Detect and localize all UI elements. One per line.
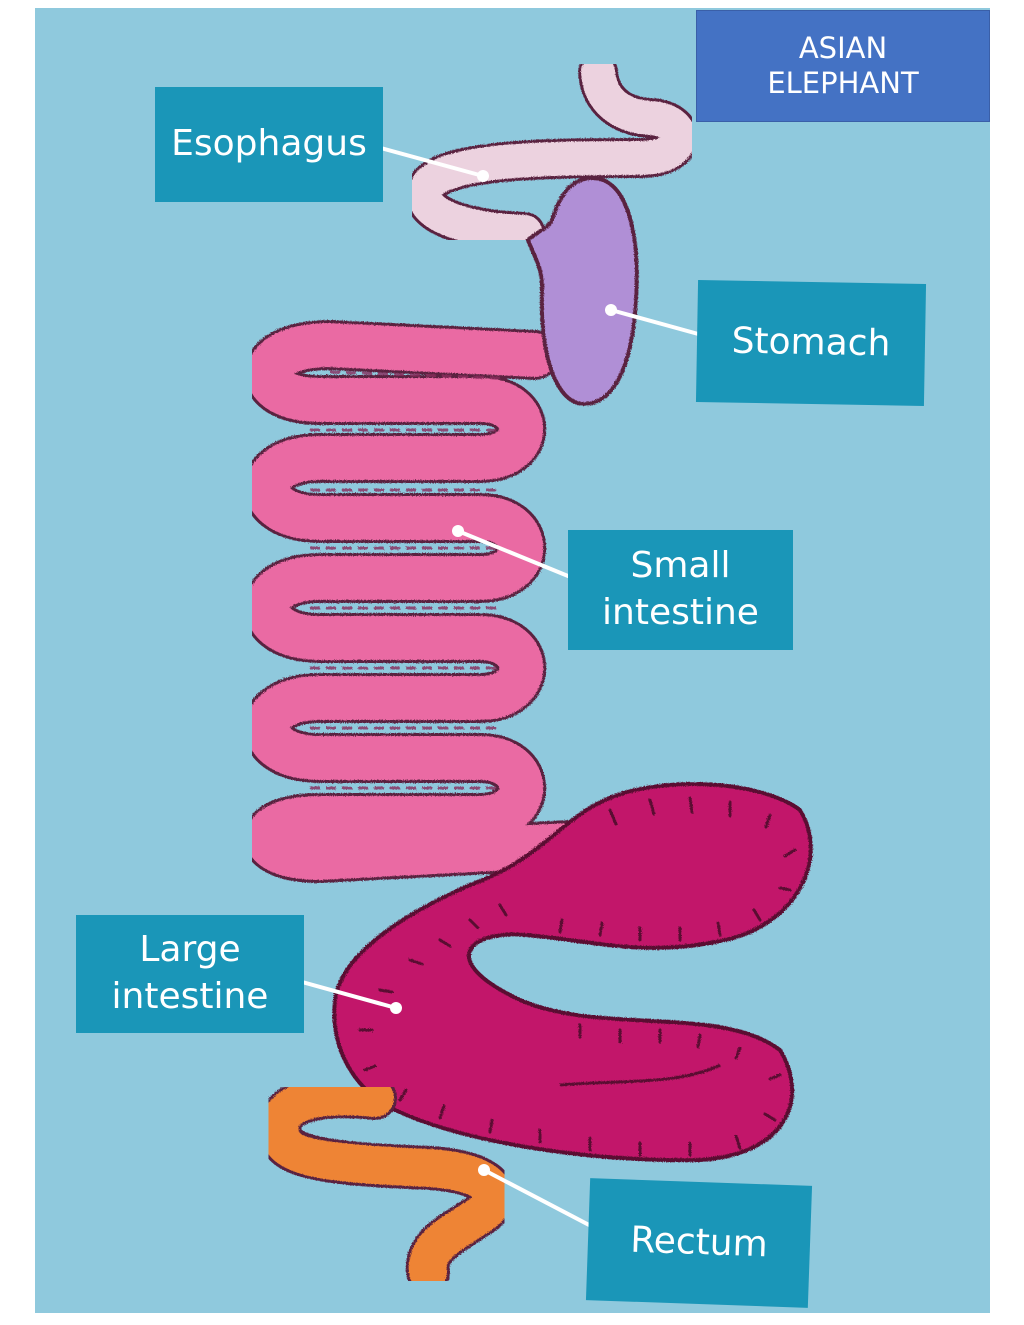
large-intestine-label-line-1: Large — [139, 929, 241, 971]
small-intestine-label-line-1: Small — [630, 545, 731, 587]
title-box: ASIAN ELEPHANT — [696, 10, 990, 122]
small-intestine-label-line-2: intestine — [602, 592, 759, 633]
rectum-label: Rectum — [585, 1178, 813, 1308]
large-intestine-organ — [332, 782, 813, 1163]
esophagus-label: Esophagus — [155, 87, 383, 202]
small-intestine-label: Small intestine — [568, 530, 793, 650]
rectum-label-text: Rectum — [629, 1219, 769, 1265]
title-line-2: ELEPHANT — [767, 66, 919, 100]
rectum-organ — [257, 1074, 516, 1294]
stomach-organ — [525, 175, 639, 407]
title-line-1: ASIAN — [798, 30, 888, 65]
small-intestine-organ — [242, 320, 595, 883]
esophagus-organ — [405, 52, 699, 252]
large-intestine-label: Large intestine — [76, 915, 304, 1033]
stomach-label: Stomach — [695, 280, 927, 406]
esophagus-label-text: Esophagus — [171, 123, 367, 165]
stomach-label-text: Stomach — [731, 320, 891, 364]
large-intestine-label-line-2: intestine — [111, 976, 269, 1017]
